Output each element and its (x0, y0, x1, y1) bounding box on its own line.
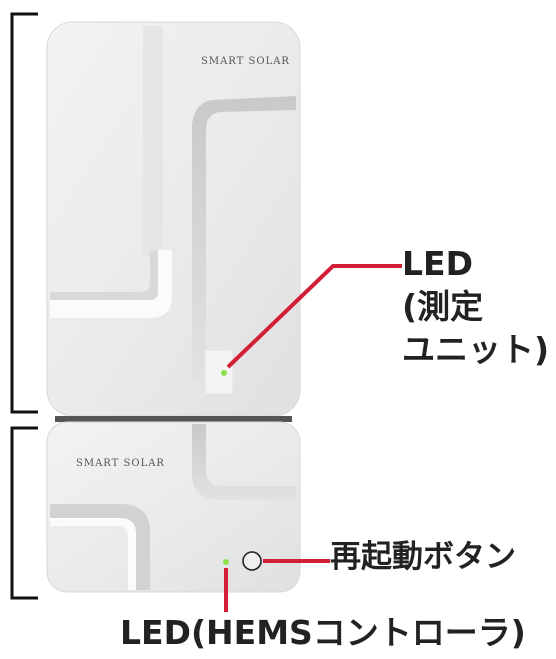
label-led-unit-line1: LED (402, 244, 473, 283)
led-hems-controller (223, 559, 229, 565)
led-measurement-unit (221, 370, 227, 376)
label-led-measurement-unit: LED (測定 ユニット) (402, 242, 549, 371)
measurement-unit-device (46, 21, 301, 417)
hems-controller-device (46, 421, 301, 593)
label-led-unit-line3: ユニット) (402, 330, 550, 369)
label-restart-button: 再起動ボタン (330, 539, 516, 575)
brand-logo-top: SMART SOLAR (201, 56, 290, 67)
label-led-hems-controller: LED(HEMSコントローラ) (120, 613, 526, 652)
restart-button (242, 551, 262, 571)
brand-logo-bottom: SMART SOLAR (76, 458, 165, 469)
callout-line-led-unit (226, 264, 402, 369)
label-led-unit-line2: (測定 (402, 287, 484, 326)
bracket-hems-controller (10, 426, 38, 600)
bracket-measurement-unit (10, 12, 38, 414)
